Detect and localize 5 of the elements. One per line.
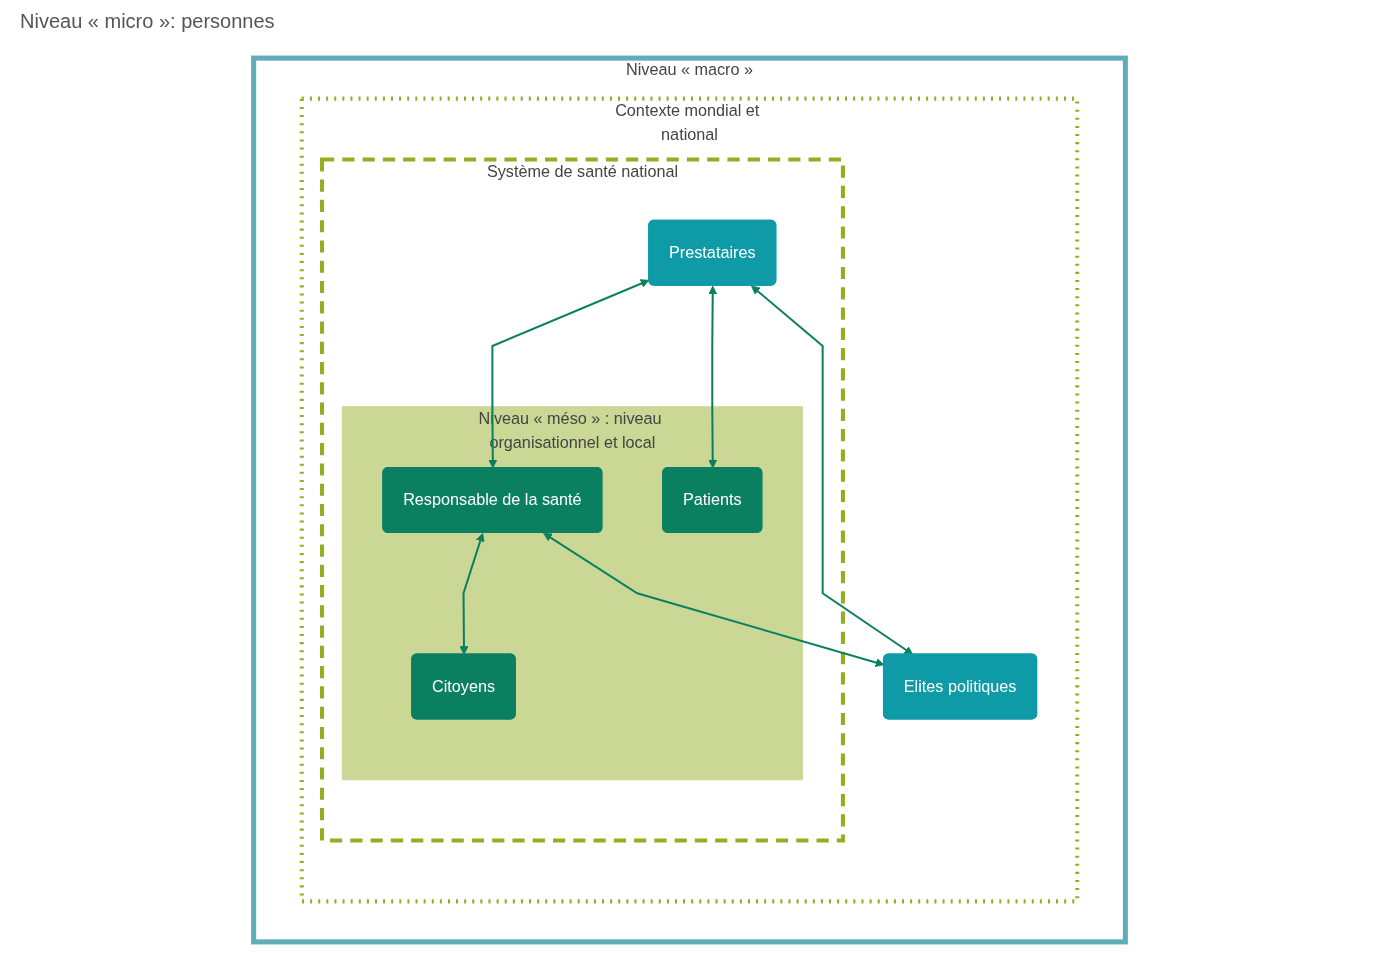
arrow: [488, 279, 650, 469]
level-label: Niveau « micro »: personnes: [20, 10, 275, 33]
arrow: [708, 285, 718, 469]
arrow: [751, 285, 914, 655]
arrow: [459, 532, 485, 655]
